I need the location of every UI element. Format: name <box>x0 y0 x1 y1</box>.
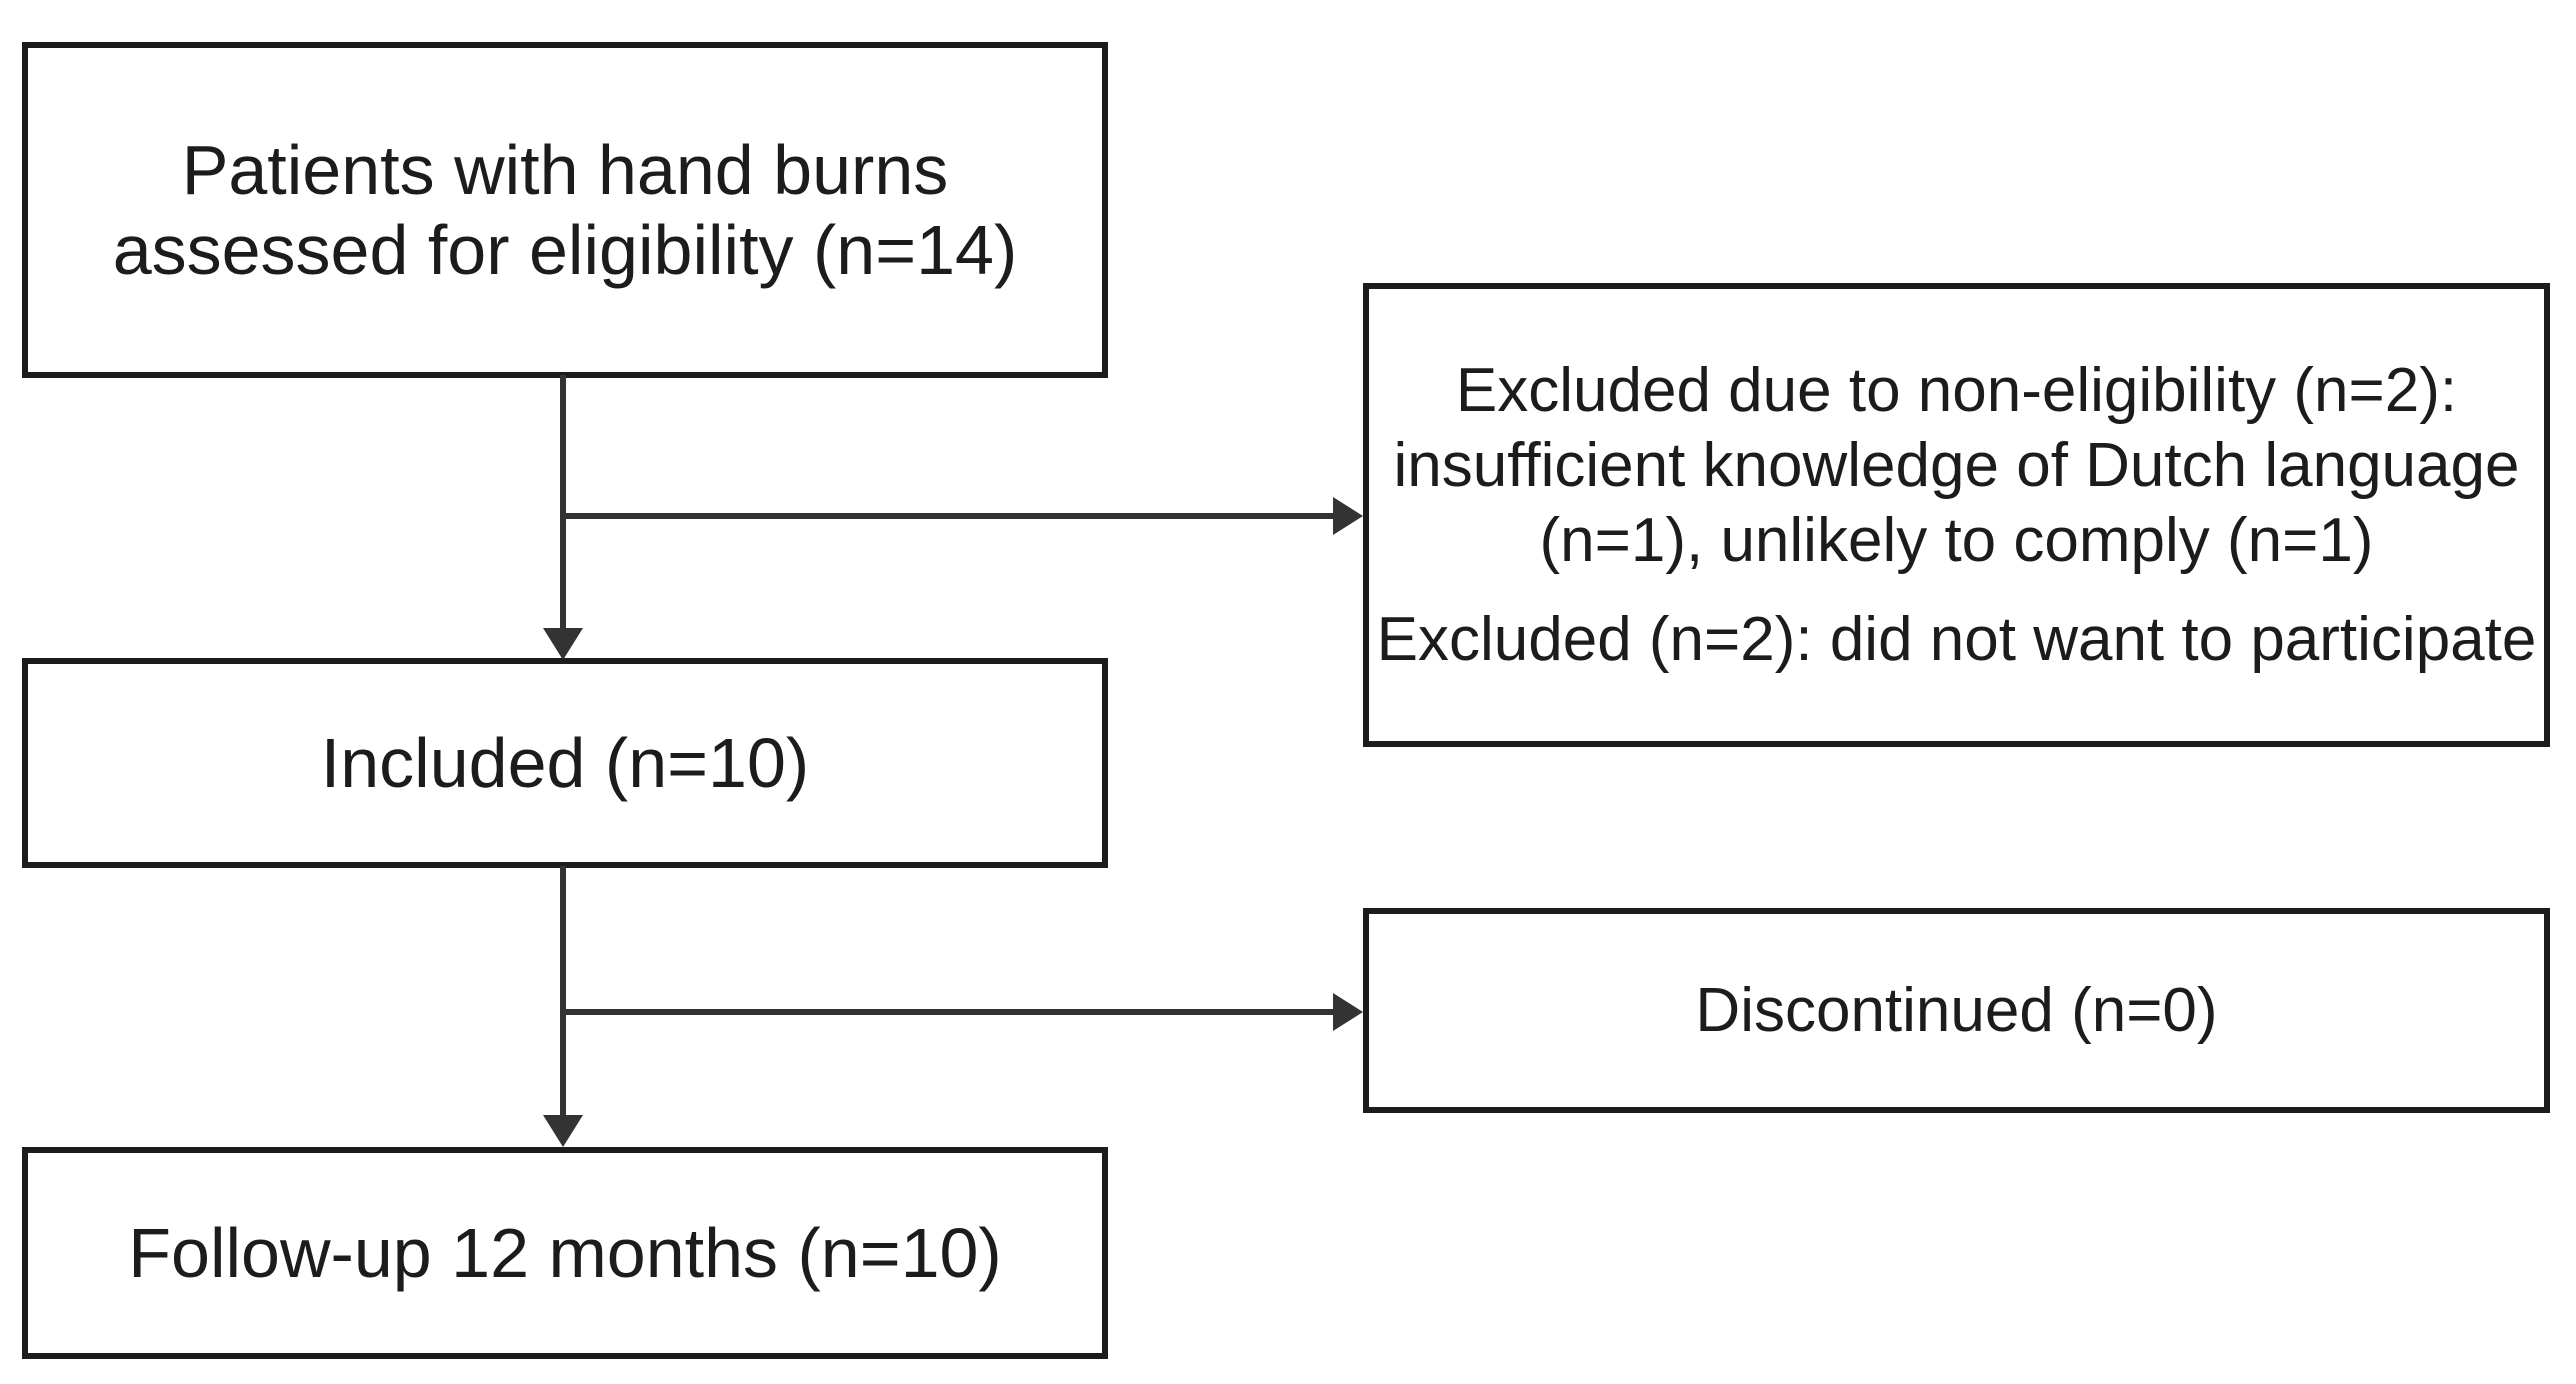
assessed-for-eligibility-text: Patients with hand burns assessed for el… <box>112 131 1018 289</box>
arrow-down-into-included-icon <box>543 628 583 660</box>
connector-assessed-to-included-line <box>560 375 566 630</box>
followup-text: Follow-up 12 months (n=10) <box>128 1214 1002 1292</box>
arrow-right-into-excluded-icon <box>1333 497 1363 535</box>
connector-included-to-followup-line <box>560 866 566 1117</box>
branch-line-to-discontinued <box>561 1009 1333 1015</box>
included-text: Included (n=10) <box>320 724 810 802</box>
excluded-box: Excluded due to non-eligibility (n=2): i… <box>1363 283 2550 747</box>
branch-line-to-excluded <box>561 513 1333 519</box>
excluded-non-eligibility-text: Excluded due to non-eligibility (n=2): i… <box>1393 356 2520 575</box>
discontinued-box: Discontinued (n=0) <box>1363 908 2550 1113</box>
followup-box: Follow-up 12 months (n=10) <box>22 1147 1108 1359</box>
assessed-for-eligibility-box: Patients with hand burns assessed for el… <box>22 42 1108 378</box>
included-box: Included (n=10) <box>22 658 1108 868</box>
excluded-no-participation-text: Excluded (n=2): did not want to particip… <box>1376 605 2537 674</box>
arrow-right-into-discontinued-icon <box>1333 993 1363 1031</box>
arrow-down-into-followup-icon <box>543 1115 583 1147</box>
discontinued-text: Discontinued (n=0) <box>1695 976 2218 1045</box>
